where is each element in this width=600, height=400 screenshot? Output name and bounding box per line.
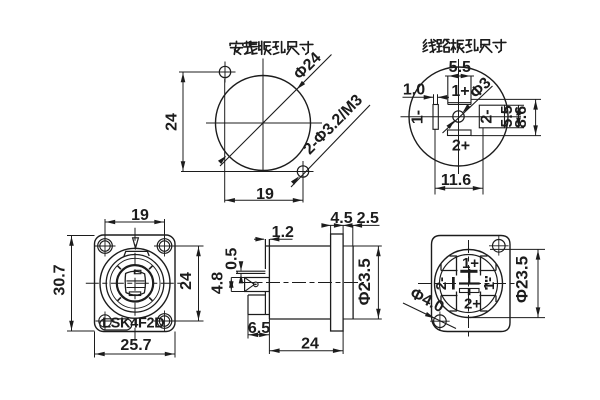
svg-text:2-: 2- — [433, 277, 450, 290]
svg-text:1.0: 1.0 — [403, 81, 425, 98]
svg-text:1+: 1+ — [451, 83, 469, 100]
svg-text:LSK4F2D: LSK4F2D — [102, 315, 164, 331]
svg-text:24: 24 — [164, 113, 181, 131]
svg-text:1-: 1- — [410, 110, 427, 124]
svg-text:4.5: 4.5 — [330, 210, 352, 227]
svg-text:5.5: 5.5 — [449, 59, 471, 76]
svg-text:2.5: 2.5 — [357, 210, 379, 227]
svg-text:Φ23.5: Φ23.5 — [355, 258, 374, 305]
svg-text:5.5: 5.5 — [499, 105, 516, 127]
svg-text:1.2: 1.2 — [272, 224, 294, 241]
svg-text:25.7: 25.7 — [120, 337, 151, 354]
svg-text:6.5: 6.5 — [248, 320, 270, 337]
svg-text:24: 24 — [178, 272, 195, 290]
svg-text:2-: 2- — [479, 109, 496, 123]
svg-text:0.5: 0.5 — [224, 248, 241, 270]
svg-text:19: 19 — [256, 186, 274, 203]
svg-text:8.6: 8.6 — [513, 106, 530, 128]
svg-text:11.6: 11.6 — [441, 172, 471, 189]
svg-text:19: 19 — [131, 207, 149, 224]
svg-text:30.7: 30.7 — [52, 264, 69, 295]
svg-text:4.8: 4.8 — [210, 272, 227, 294]
svg-text:2+: 2+ — [452, 138, 470, 155]
svg-text:1-: 1- — [481, 277, 498, 290]
svg-text:24: 24 — [301, 335, 319, 352]
svg-text:Φ23.5: Φ23.5 — [512, 256, 531, 303]
svg-text:1+: 1+ — [462, 255, 479, 272]
svg-text:2+: 2+ — [464, 296, 481, 313]
